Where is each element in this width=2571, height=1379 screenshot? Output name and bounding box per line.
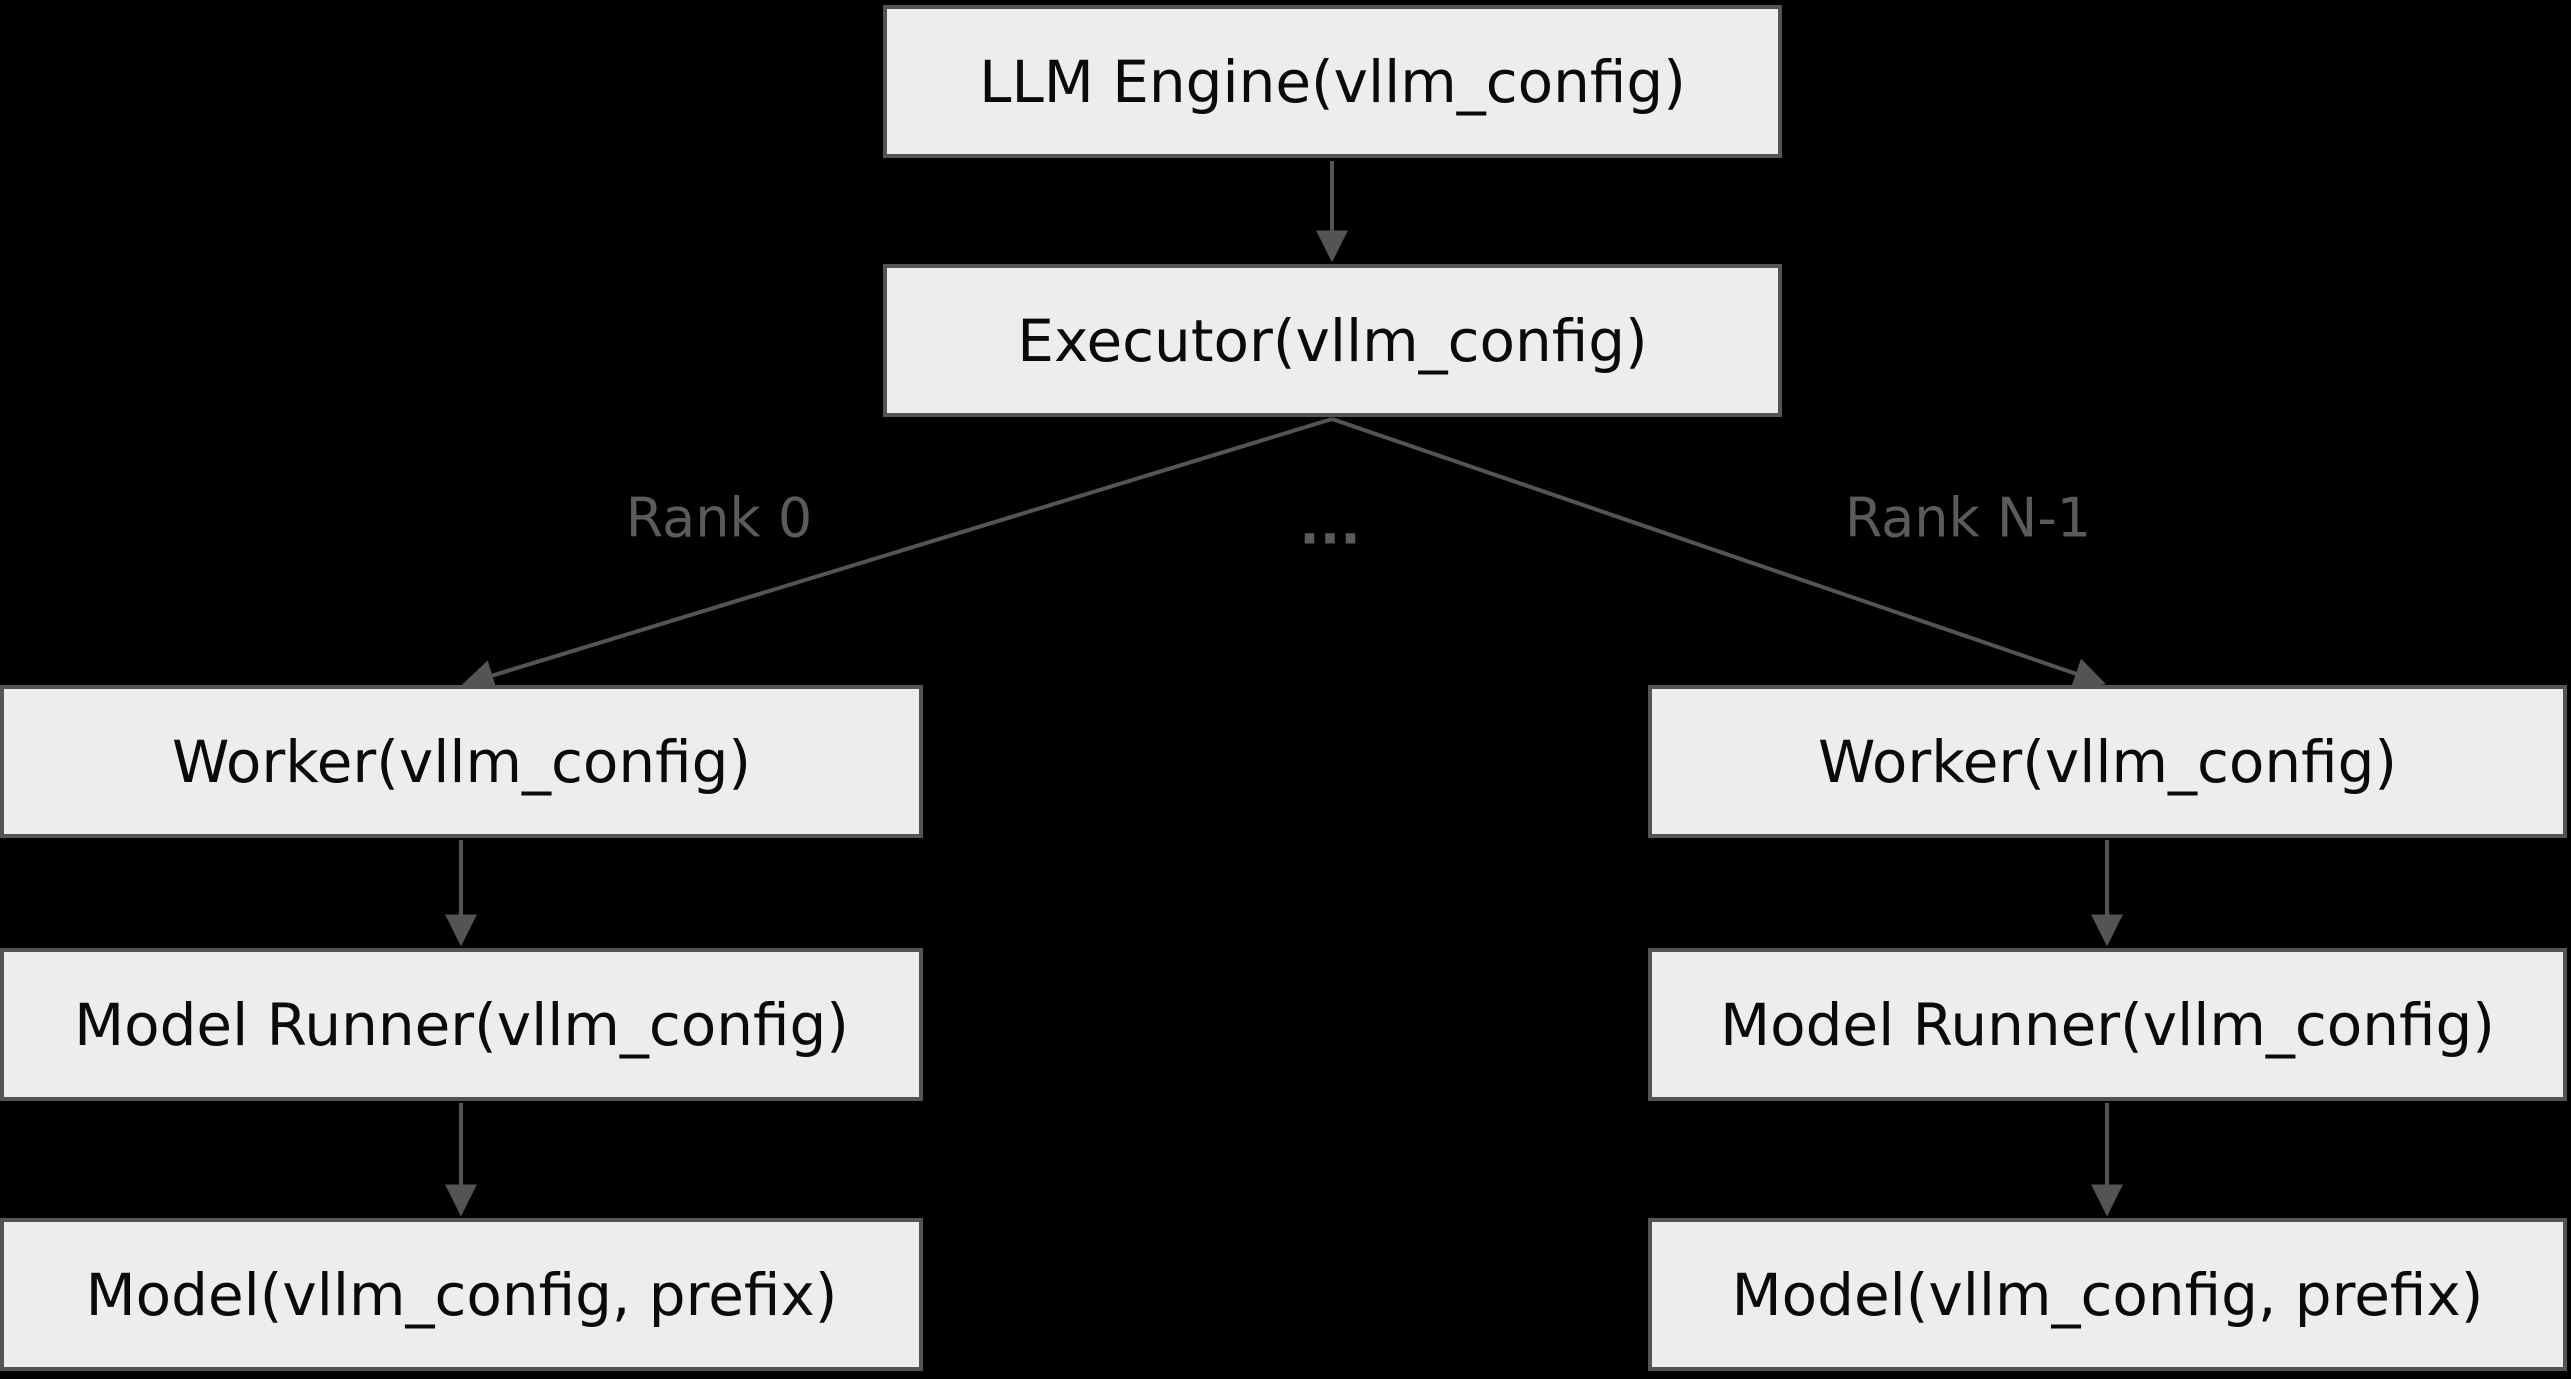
node-executor: Executor(vllm_config) — [883, 264, 1782, 417]
node-model-rank0: Model(vllm_config, prefix) — [0, 1218, 923, 1371]
node-worker-rankn-label: Worker(vllm_config) — [1817, 727, 2398, 796]
node-worker-rank0-label: Worker(vllm_config) — [171, 727, 752, 796]
node-model-runner-rankn: Model Runner(vllm_config) — [1648, 948, 2567, 1101]
node-llm-engine: LLM Engine(vllm_config) — [883, 5, 1782, 158]
node-model-rank0-label: Model(vllm_config, prefix) — [85, 1260, 838, 1329]
edge-executor-to-worker-rank0 — [461, 417, 1333, 691]
node-executor-label: Executor(vllm_config) — [1017, 306, 1648, 375]
node-worker-rank0: Worker(vllm_config) — [0, 685, 923, 838]
node-model-rankn: Model(vllm_config, prefix) — [1648, 1218, 2567, 1371]
node-model-runner-rank0-label: Model Runner(vllm_config) — [74, 990, 849, 1059]
node-model-runner-rankn-label: Model Runner(vllm_config) — [1720, 990, 2495, 1059]
edge-label-rankn: Rank N-1 — [1844, 486, 2092, 550]
node-model-rankn-label: Model(vllm_config, prefix) — [1731, 1260, 2484, 1329]
edge-label-ellipsis: ... — [1299, 493, 1361, 557]
node-model-runner-rank0: Model Runner(vllm_config) — [0, 948, 923, 1101]
edge-executor-to-worker-rankn — [1331, 417, 2107, 689]
node-worker-rankn: Worker(vllm_config) — [1648, 685, 2567, 838]
edge-label-rank0: Rank 0 — [625, 486, 813, 550]
node-llm-engine-label: LLM Engine(vllm_config) — [979, 47, 1686, 116]
